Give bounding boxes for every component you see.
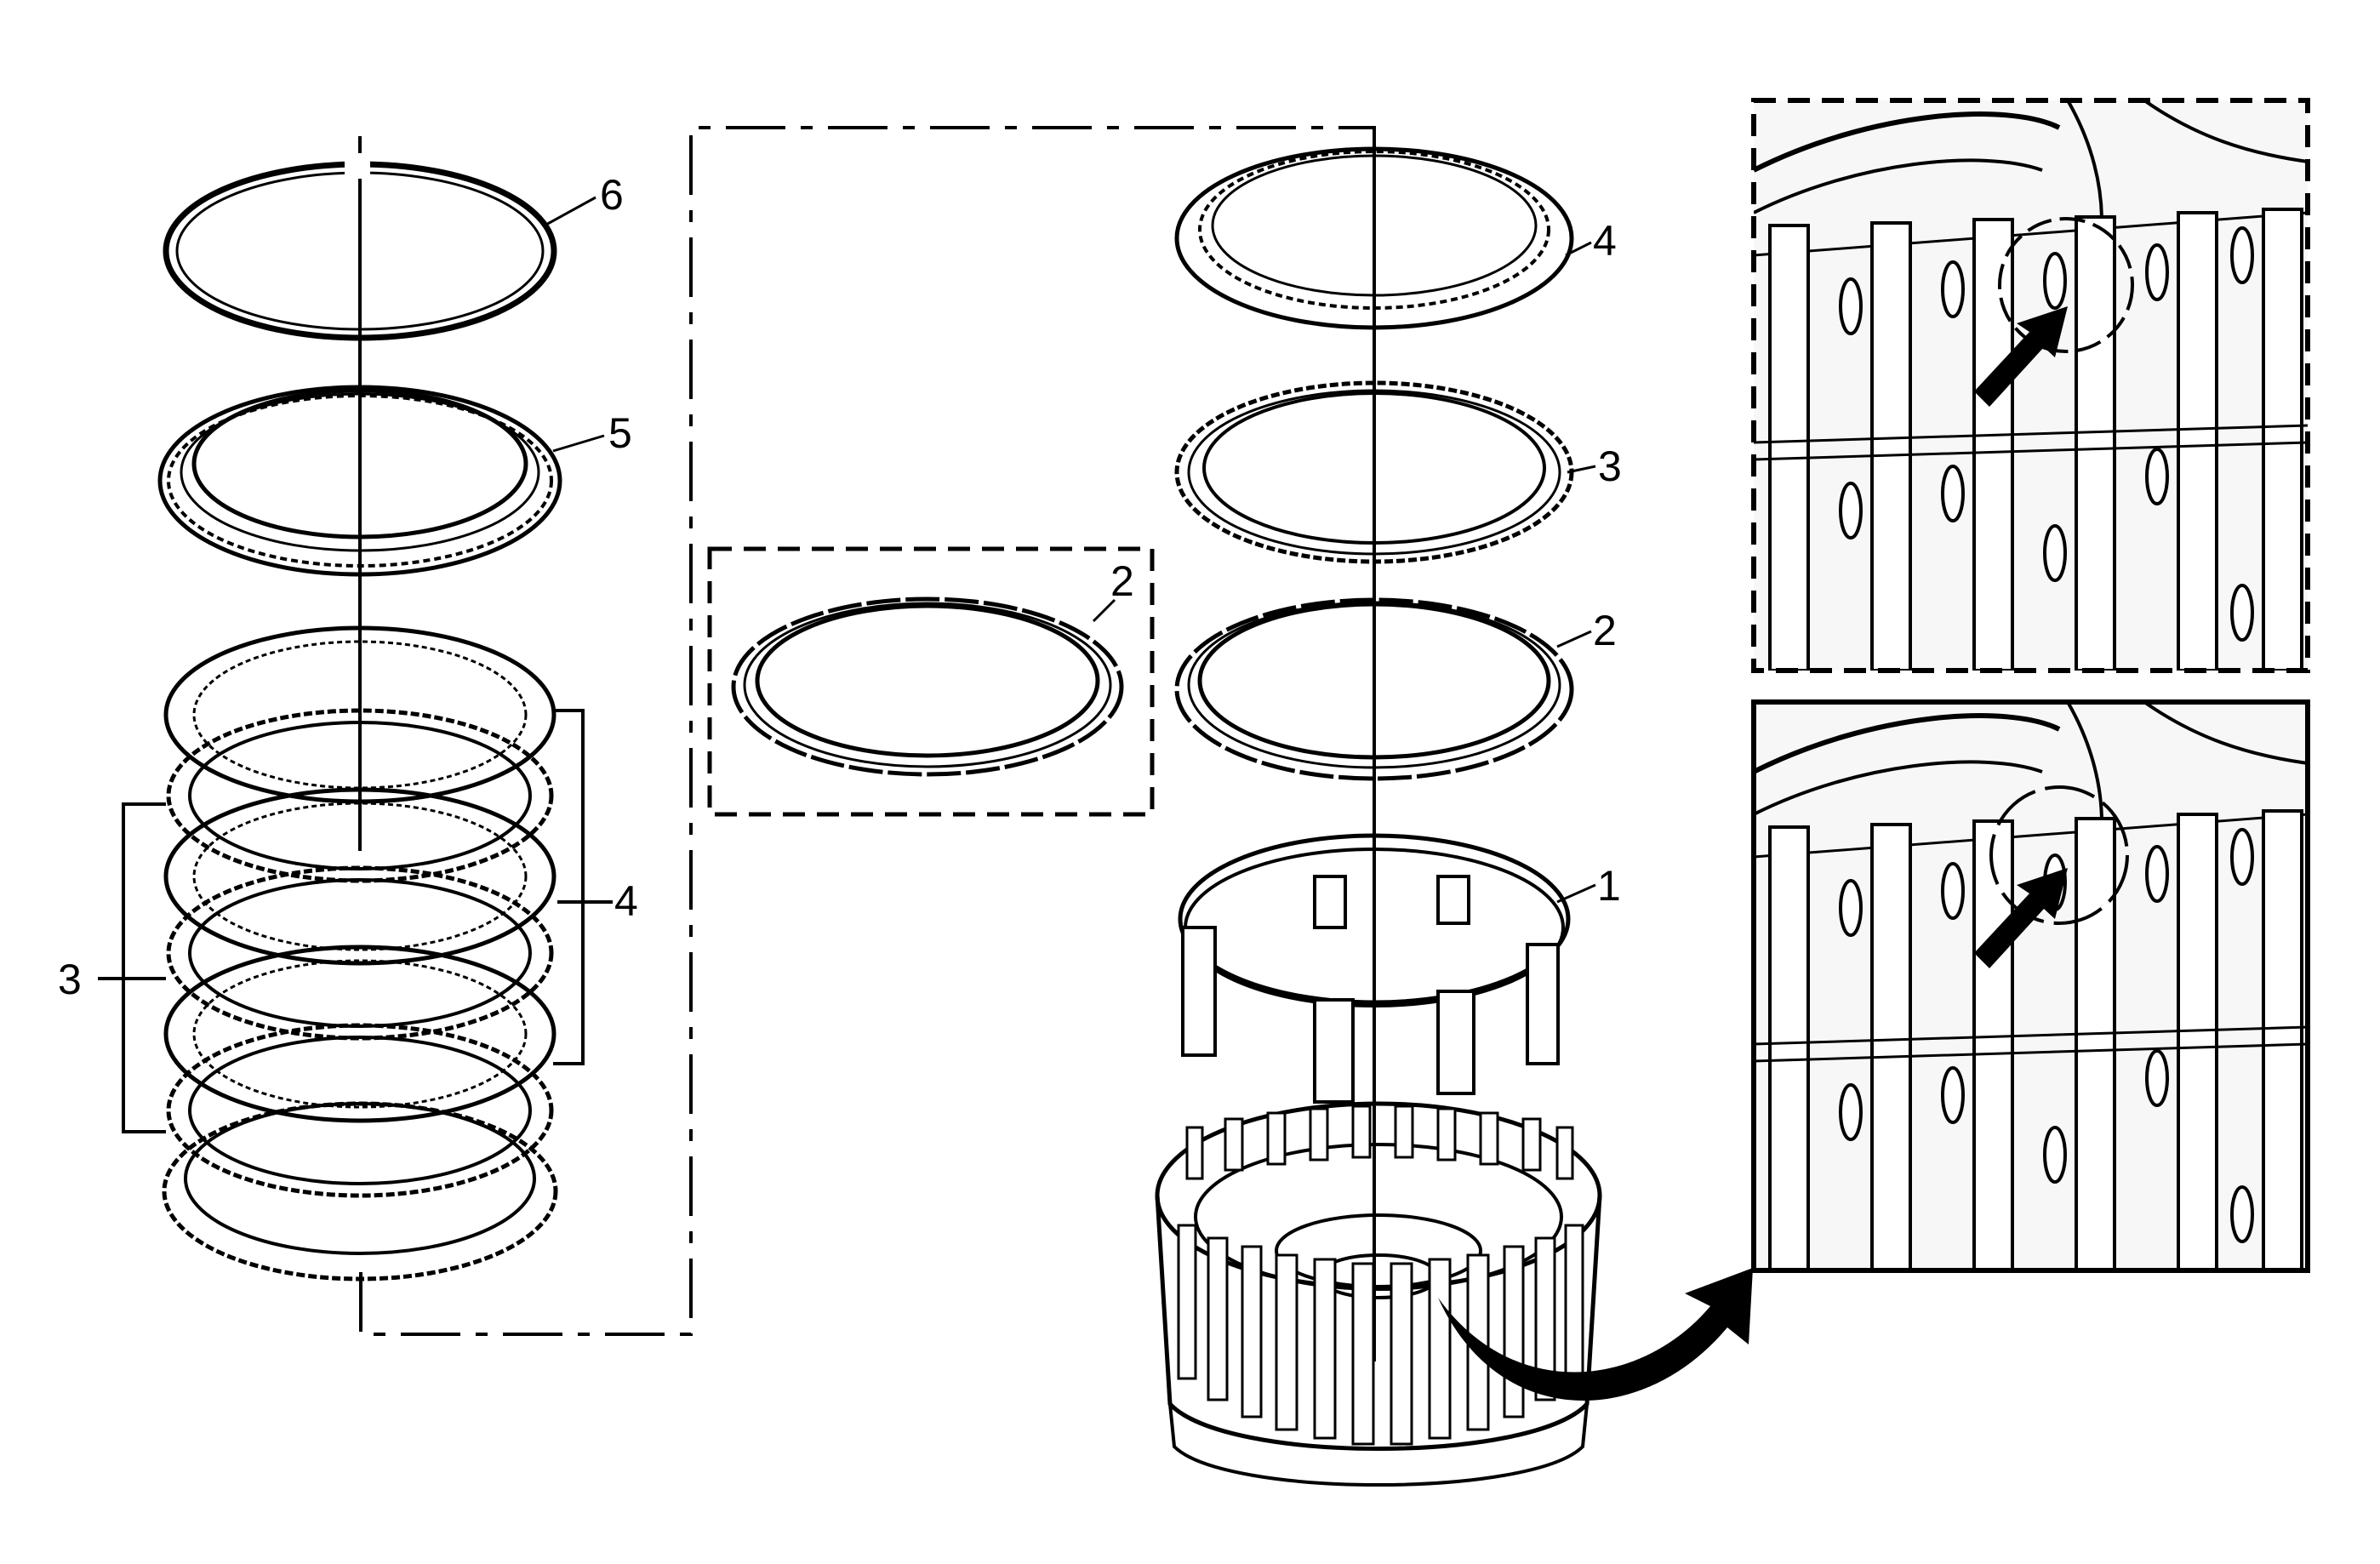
assembly-connector-line [359,126,1376,1336]
callout-left-5: 5 [608,409,632,457]
pressure-plate-icon [157,385,562,577]
callout-right-1: 1 [1597,862,1621,910]
callout-left-4: 4 [614,877,638,925]
clutch-plate-icon [1174,597,1574,781]
callout-mid-2: 2 [1110,557,1134,605]
arrow-icon [1974,306,2068,407]
callout-right-3: 3 [1598,442,1622,490]
callout-left-3: 3 [58,956,82,1003]
arrow-icon [1974,868,2068,968]
snap-ring-icon [163,153,557,341]
alternate-plate-detail: 2 [707,546,1155,817]
left-clutch-stack: 6 5 4 [58,136,638,1281]
callout-right-4: 4 [1593,217,1617,265]
callout-right-2: 2 [1593,607,1617,654]
clutch-housing-icon [1155,1101,1602,1487]
clutch-plate-icon [162,625,558,1281]
clutch-plate-icon [1174,146,1574,330]
arrow-icon [1438,1268,1753,1401]
callout-left-6: 6 [600,171,624,219]
detail-view-after [1751,699,2310,1273]
spring-retainer-icon [1178,833,1571,1104]
detail-view-before [1751,98,2310,673]
right-clutch-stack: 4 3 2 [1155,146,1622,1487]
clutch-plate-icon [731,596,1124,777]
